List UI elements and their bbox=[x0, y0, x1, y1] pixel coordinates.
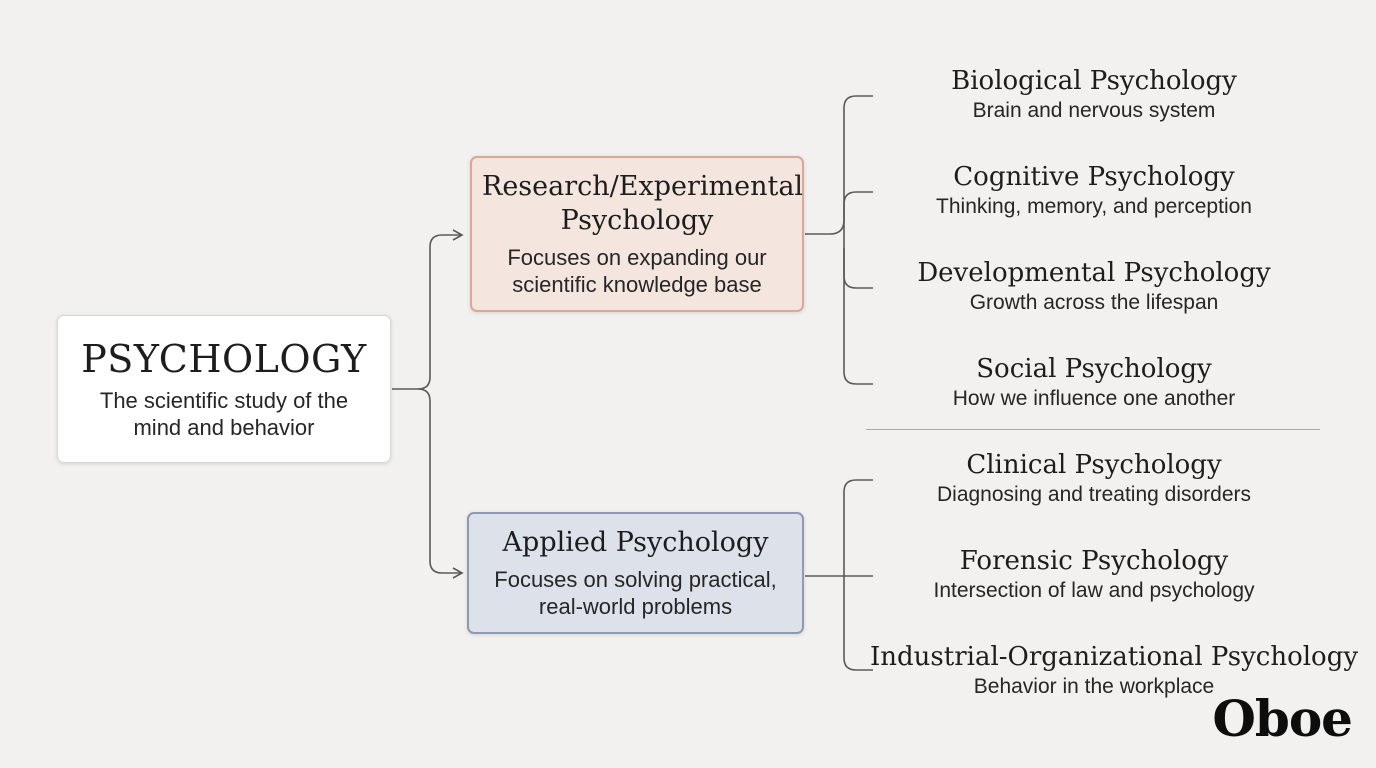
leaf-developmental: Developmental Psychology Growth across t… bbox=[870, 257, 1318, 316]
root-title: PSYCHOLOGY bbox=[81, 337, 367, 381]
leaf-industrial-organizational: Industrial-Organizational Psychology Beh… bbox=[870, 641, 1359, 700]
applied-subtitle: Focuses on solving practical, real-world… bbox=[494, 567, 777, 619]
root-connector bbox=[392, 229, 464, 579]
leaf-biological: Biological Psychology Brain and nervous … bbox=[870, 65, 1318, 124]
leaf-title: Industrial-Organizational Psychology bbox=[870, 642, 1359, 672]
leaf-title: Cognitive Psychology bbox=[953, 162, 1235, 192]
oboe-logo: Oboe bbox=[1212, 689, 1353, 748]
leaf-subtitle: Thinking, memory, and perception bbox=[936, 195, 1252, 218]
applied-title: Applied Psychology bbox=[502, 527, 769, 558]
leaf-clinical: Clinical Psychology Diagnosing and treat… bbox=[870, 449, 1318, 508]
leaf-title: Social Psychology bbox=[976, 354, 1212, 384]
research-subtitle: Focuses on expanding our scientific know… bbox=[507, 245, 767, 297]
research-node: Research/Experimental Psychology Focuses… bbox=[470, 156, 804, 312]
applied-bracket bbox=[805, 479, 873, 671]
leaf-subtitle: Behavior in the workplace bbox=[973, 675, 1215, 698]
leaf-subtitle: How we influence one another bbox=[952, 387, 1236, 410]
root-subtitle: The scientific study of the mind and beh… bbox=[99, 388, 349, 440]
applied-node: Applied Psychology Focuses on solving pr… bbox=[467, 512, 804, 634]
leaf-title: Developmental Psychology bbox=[917, 258, 1271, 288]
leaf-title: Biological Psychology bbox=[951, 66, 1237, 96]
leaf-social: Social Psychology How we influence one a… bbox=[870, 353, 1318, 412]
leaf-subtitle: Growth across the lifespan bbox=[969, 291, 1219, 314]
leaf-title: Forensic Psychology bbox=[959, 546, 1229, 576]
leaf-title: Clinical Psychology bbox=[966, 450, 1222, 480]
leaf-subtitle: Diagnosing and treating disorders bbox=[936, 483, 1252, 506]
leaf-cognitive: Cognitive Psychology Thinking, memory, a… bbox=[870, 161, 1318, 220]
leaf-forensic: Forensic Psychology Intersection of law … bbox=[870, 545, 1318, 604]
research-title: Research/Experimental Psychology bbox=[482, 171, 804, 236]
root-node: PSYCHOLOGY The scientific study of the m… bbox=[57, 315, 391, 463]
research-bracket bbox=[805, 95, 873, 385]
leaf-subtitle: Intersection of law and psychology bbox=[933, 579, 1255, 602]
section-divider bbox=[866, 429, 1320, 430]
leaf-subtitle: Brain and nervous system bbox=[972, 99, 1216, 122]
